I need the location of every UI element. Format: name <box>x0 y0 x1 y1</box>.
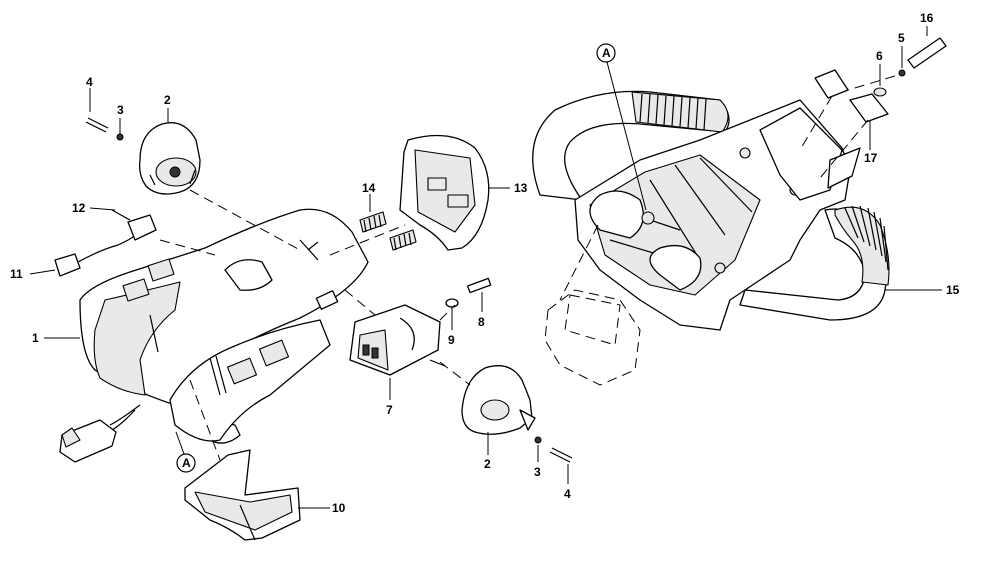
ref-circle-A2 <box>596 43 616 63</box>
callout-7: 7 <box>386 403 393 417</box>
callout-4-upper: 4 <box>86 75 93 89</box>
callout-11: 11 <box>10 267 23 281</box>
callout-4-lower: 4 <box>564 487 571 501</box>
callout-10: 10 <box>332 501 346 515</box>
knob-housing-part-2-upper <box>138 122 201 195</box>
callout-1: 1 <box>32 331 39 345</box>
leader-A1 <box>175 431 185 455</box>
callout-13: 13 <box>514 181 528 195</box>
callout-14: 14 <box>362 181 376 195</box>
leader-A2 <box>606 61 647 211</box>
callout-2-lower: 2 <box>484 457 491 471</box>
callout-8: 8 <box>478 315 485 329</box>
callout-5: 5 <box>898 31 905 45</box>
control-housing-part-1 <box>79 208 369 444</box>
callout-15: 15 <box>946 283 960 297</box>
lower-cover-part-10 <box>184 449 301 541</box>
callout-2-upper: 2 <box>164 93 171 107</box>
assembly-line-1 <box>189 189 301 251</box>
assembly-line-8 <box>559 224 599 301</box>
screw-washer-lower <box>534 436 573 463</box>
callout-12: 12 <box>72 201 86 215</box>
callout-3-lower: 3 <box>534 465 541 479</box>
bezel-cover-part-13 <box>399 134 490 251</box>
ref-label-A1: A <box>182 456 191 470</box>
wiring-harness-connector <box>59 404 141 463</box>
assembly-line-2 <box>159 239 216 256</box>
ref-label-A2: A <box>602 46 611 60</box>
switch-connector-part-11-12 <box>54 209 157 277</box>
callout-16: 16 <box>920 11 934 25</box>
washer-screw-part-8-9 <box>445 277 492 308</box>
assembly-line-9 <box>799 95 833 151</box>
assembly-line-6 <box>439 361 471 386</box>
callout-6: 6 <box>876 49 883 63</box>
callout-9: 9 <box>448 333 455 347</box>
mount-plate-and-fasteners <box>814 37 947 123</box>
ghost-component-outline <box>544 289 641 386</box>
leader-12 <box>89 207 116 211</box>
bracket-part-7 <box>349 304 446 376</box>
callout-17: 17 <box>864 151 878 165</box>
ref-circle-A1 <box>176 453 196 473</box>
spring-part-14 <box>359 211 417 251</box>
assembly-line-10 <box>819 119 869 179</box>
callout-3-upper: 3 <box>117 103 124 117</box>
assembly-line-7 <box>189 379 221 461</box>
assembly-line-5 <box>439 304 456 321</box>
handle-frame-part-15 <box>532 90 890 331</box>
assembly-line-3 <box>329 224 406 256</box>
knob-housing-part-2-lower <box>461 365 536 435</box>
assembly-line-11 <box>847 75 896 91</box>
assembly-line-4 <box>344 289 376 316</box>
leader-11 <box>29 269 56 275</box>
screw-washer-upper <box>85 117 124 141</box>
